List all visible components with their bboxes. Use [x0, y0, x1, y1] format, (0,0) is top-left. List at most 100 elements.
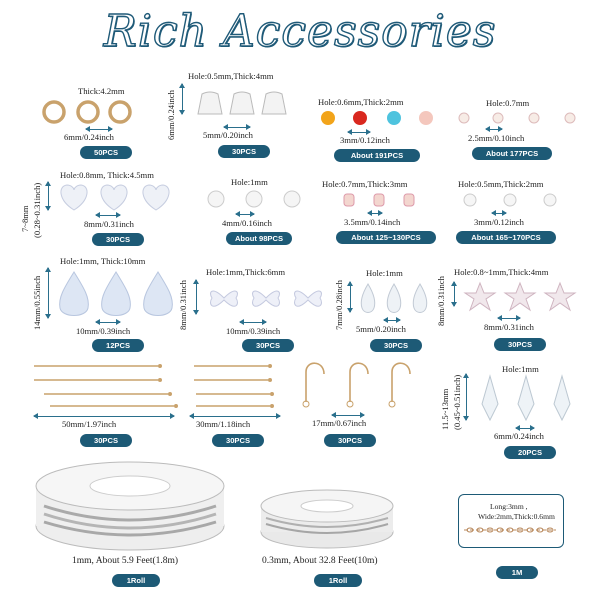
chain-image [464, 527, 556, 533]
height-arrow [193, 279, 199, 315]
qty-badge: 1Roll [314, 574, 362, 587]
qty-badge: About 177PCS [472, 147, 552, 160]
wire-desc: 1mm, About 5.9 Feet(1.8m) [72, 556, 179, 566]
drop-beads-image [360, 283, 428, 313]
width-arrow [239, 319, 267, 325]
height-label: 7mm/0.28inch [334, 280, 344, 330]
size-label: 17mm/0.67inch [312, 418, 367, 428]
qty-badge: 30PCS [494, 338, 546, 351]
round-3mm-image [463, 193, 557, 207]
qty-badge: 1Roll [112, 574, 160, 587]
color-beads-image [321, 111, 433, 125]
hole-label: Hole:1mm [366, 268, 403, 278]
size-label: 8mm/0.31inch [84, 219, 134, 229]
hole-label: Hole:0.8~1mm,Thick:4mm [454, 267, 549, 277]
width-arrow [33, 413, 175, 419]
size-label: 6mm/0.24inch [494, 431, 544, 441]
hole-label: Hole:1mm [231, 177, 268, 187]
height-label: 7~8mm [20, 205, 30, 232]
size-label: 2.5mm/0.10inch [468, 133, 525, 143]
size-label: 6mm/0.24inch [64, 132, 114, 142]
width-arrow [189, 413, 281, 419]
width-arrow [485, 126, 503, 132]
width-arrow [85, 126, 113, 132]
width-arrow [497, 315, 521, 321]
size-label: 10mm/0.39inch [76, 326, 131, 336]
qty-badge: 20PCS [504, 446, 556, 459]
faceted-beads-image [343, 193, 415, 207]
hole-label: Hole:0.5mm,Thick:2mm [458, 179, 544, 189]
qty-badge: 30PCS [242, 339, 294, 352]
hole-label: Hole:0.6mm,Thick:2mm [318, 97, 404, 107]
qty-badge: About 125~130PCS [336, 231, 436, 244]
size-label: 50mm/1.97inch [62, 419, 117, 429]
hole-label: Hole:0.8mm, Thick:4.5mm [60, 170, 154, 180]
height-arrow [179, 83, 185, 115]
qty-badge: 50PCS [80, 146, 132, 159]
height-arrow [45, 267, 51, 319]
size-label: 10mm/0.39inch [226, 326, 281, 336]
qty-badge: 30PCS [212, 434, 264, 447]
size-label: 4mm/0.16inch [222, 218, 272, 228]
wire-spool-03mm-image [260, 489, 394, 549]
qty-badge: 30PCS [80, 434, 132, 447]
wire-spool-1mm-image [35, 461, 225, 551]
teardrop-image [59, 271, 173, 316]
wire-desc: 0.3mm, About 32.8 Feet(10m) [262, 556, 378, 566]
star-beads-image [463, 281, 577, 312]
size-label: 3.5mm/0.14inch [344, 217, 401, 227]
eye-pins-image [194, 364, 274, 408]
size-label: 3mm/0.12inch [474, 217, 524, 227]
ear-nuts-image [197, 91, 287, 115]
round-beads-image [207, 190, 301, 208]
width-arrow [95, 319, 121, 325]
width-arrow [331, 412, 365, 418]
qty-badge: About 165~170PCS [456, 231, 556, 244]
wide-label: Wide:2mm,Thick:0.6mm [478, 512, 555, 521]
bicone-drop-image [481, 374, 571, 422]
head-pins-image [34, 364, 178, 408]
hole-label: Hole:1mm,Thick:6mm [206, 267, 286, 277]
qty-badge: 30PCS [370, 339, 422, 352]
height-label: 11.5~13mm [440, 388, 450, 430]
height-inch-label: (0.45~0.51inch) [452, 374, 462, 430]
jump-rings-image [42, 100, 132, 124]
butterfly-image [210, 290, 322, 307]
height-label: 8mm/0.31inch [178, 280, 188, 330]
width-arrow [95, 212, 121, 218]
qty-badge: 12PCS [92, 339, 144, 352]
width-arrow [235, 211, 255, 217]
qty-badge: 30PCS [324, 434, 376, 447]
height-arrow [451, 281, 457, 307]
thick-label: Thick:4.2mm [78, 86, 125, 96]
height-arrow [463, 373, 469, 421]
page-title: Rich Accessories [103, 5, 497, 57]
heart-beads-image [60, 184, 170, 211]
height-label: 14mm/0.55inch [32, 275, 42, 330]
qty-badge: About 191PCS [334, 149, 420, 162]
width-arrow [515, 425, 535, 431]
hole-label: Hole:0.7mm,Thick:3mm [322, 179, 408, 189]
width-arrow [383, 317, 401, 323]
width-arrow [491, 210, 507, 216]
qty-badge: 30PCS [92, 233, 144, 246]
height-inch-label: (0.28~0.31inch) [32, 182, 42, 238]
long-label: Long:3mm , [490, 502, 528, 511]
size-label: 5mm/0.20inch [356, 324, 406, 334]
height-label: 8mm/0.31inch [436, 276, 446, 326]
size-label: 3mm/0.12inch [340, 135, 390, 145]
size-label: 30mm/1.18inch [196, 419, 251, 429]
height-label: 6mm/0.24inch [166, 90, 176, 140]
width-arrow [223, 124, 251, 130]
hole-label: Hole:1mm [502, 364, 539, 374]
width-arrow [347, 129, 371, 135]
qty-badge: About 98PCS [226, 232, 292, 245]
width-arrow [367, 210, 383, 216]
hole-label: Hole:0.5mm,Thick:4mm [188, 71, 274, 81]
hole-label: Hole:1mm, Thick:10mm [60, 256, 146, 266]
size-label: 8mm/0.31inch [484, 322, 534, 332]
height-arrow [45, 181, 51, 211]
chain-box [458, 494, 564, 548]
size-label: 5mm/0.20inch [203, 130, 253, 140]
height-arrow [347, 281, 353, 313]
